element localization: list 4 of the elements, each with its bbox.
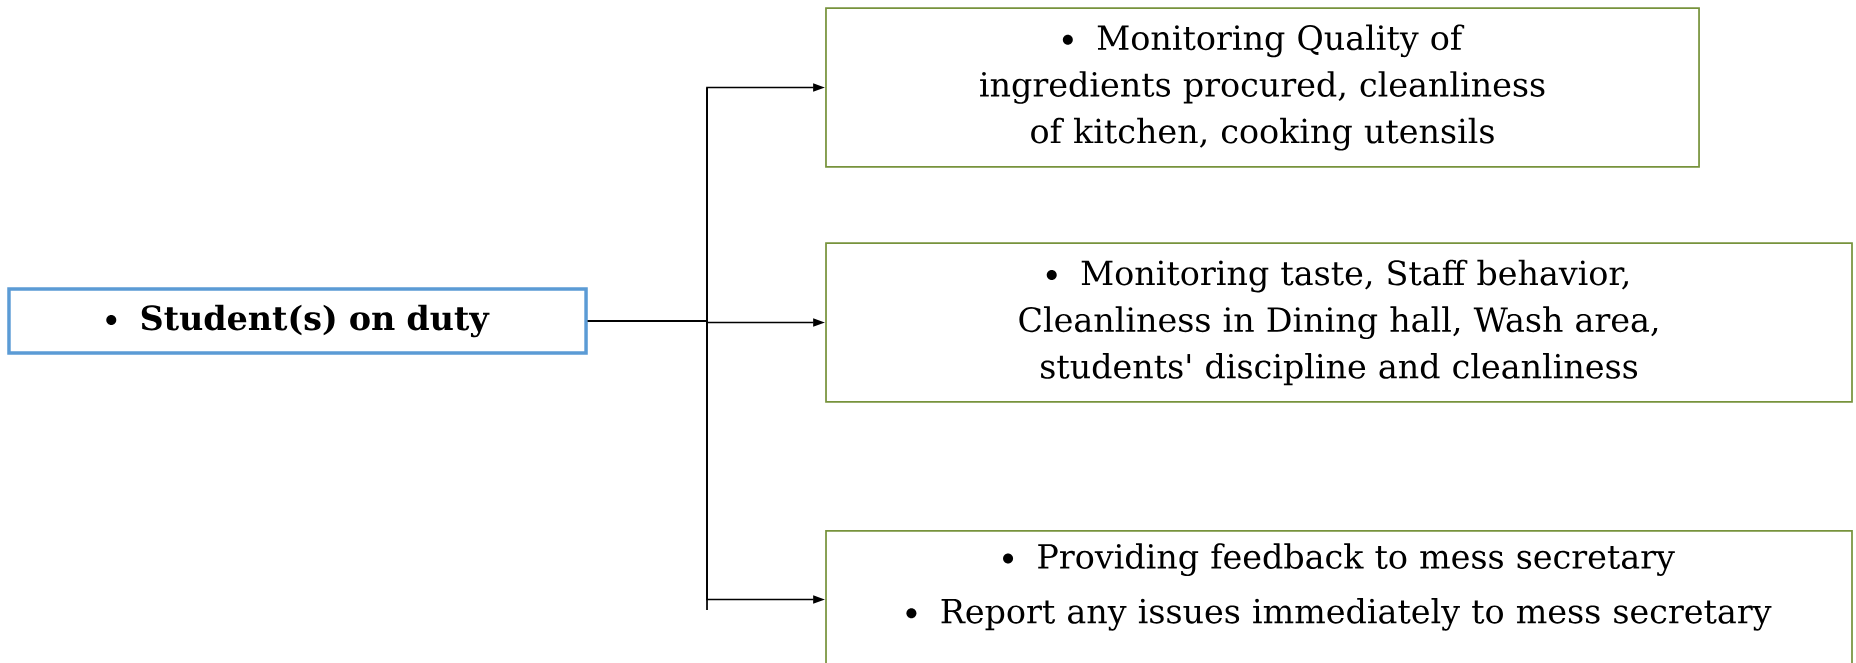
- task-box: Monitoring taste, Staff behavior, Cleanliness in Dining hall, Wash area, students' discipline and cleanliness: [825, 242, 1853, 403]
- task-box: Providing feedback to mess secretary Report any issues immediately to mess secretary: [825, 530, 1853, 663]
- duty-box: Student(s) on duty: [7, 287, 588, 355]
- task-box: Monitoring Quality of ingredients procured, cleanliness of kitchen, cooking utensils: [825, 7, 1700, 168]
